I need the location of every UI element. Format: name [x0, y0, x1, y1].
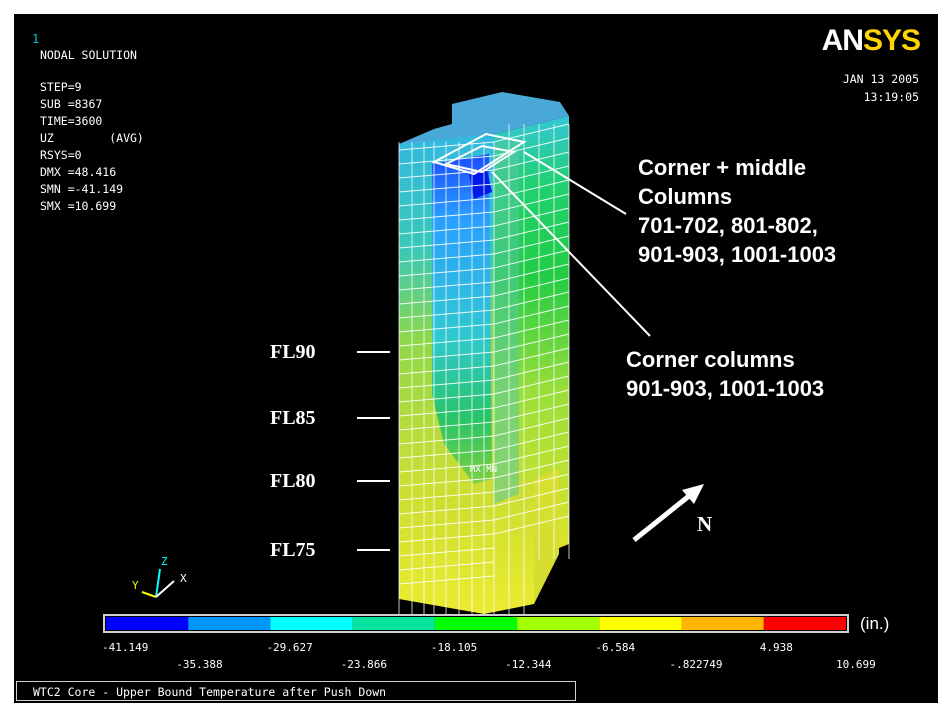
triad-x-axis: [155, 580, 175, 598]
triad-y-axis: [141, 591, 157, 598]
floor-grid-line: [493, 389, 570, 409]
annotation-corner-middle: Corner + middle Columns 701-702, 801-802…: [638, 155, 837, 267]
floor-grid-line: [493, 445, 570, 465]
legend-color-band: [763, 617, 846, 630]
ansys-logo: ANSYS: [821, 24, 921, 57]
tower-core-region: [432, 154, 492, 484]
floor-grid-line: [493, 263, 570, 283]
leader-line-corner-middle: [523, 151, 627, 215]
legend-tick-label: -29.627: [266, 641, 313, 654]
legend-color-band: [599, 617, 682, 630]
north-label: N: [697, 512, 713, 536]
highlight-box-outer: [431, 132, 527, 176]
floor-grid-line: [493, 151, 570, 171]
floor-grid-line: [493, 291, 570, 311]
legend-bar-frame: [103, 614, 849, 633]
legend-tick-label: -.822749: [669, 658, 723, 671]
solution-info-line: SMN =-41.149: [40, 182, 124, 196]
legend-tick-label: -23.866: [340, 658, 388, 671]
time-stamp: 13:19:05: [863, 90, 919, 104]
floor-grid-line: [493, 487, 570, 507]
legend-color-band: [270, 617, 353, 630]
floor-grid-line: [493, 221, 570, 241]
floor-label-80: FL80: [270, 470, 316, 492]
solution-info-line: STEP=9: [40, 80, 82, 94]
floor-grid-line: [493, 459, 570, 479]
floor-grid-line: [493, 193, 570, 213]
legend-unit: (in.): [860, 614, 890, 633]
contour-legend-bar: [103, 614, 849, 633]
annotation-corner-only: Corner columns 901-903, 1001-1003: [626, 347, 825, 401]
legend-tick-label: -12.344: [505, 658, 552, 671]
plot-title-bar: WTC2 Core - Upper Bound Temperature afte…: [16, 681, 576, 701]
tower-lower-side: [534, 469, 559, 604]
floor-grid-line: [493, 403, 570, 423]
highlight-box-inner: [443, 144, 517, 174]
solution-info-line: SUB =8367: [40, 97, 103, 111]
triad-z-label: Z: [161, 555, 168, 568]
floor-grid-line: [493, 333, 570, 353]
north-arrow-head: [682, 484, 704, 504]
solution-info-line: RSYS=0: [40, 148, 82, 162]
floor-grid-line: [493, 375, 570, 395]
floor-grid-line: [493, 417, 570, 437]
model-mx-mn-label: MX MN: [470, 465, 497, 475]
floor-grid-line: [493, 249, 570, 269]
triad-y-label: Y: [132, 579, 139, 592]
tower-lower-block: [399, 479, 534, 614]
floor-grid-line: [493, 179, 570, 199]
floor-label-90: FL90: [270, 341, 316, 363]
date-stamp: JAN 13 2005: [842, 72, 919, 86]
leader-line-corner-only: [491, 171, 651, 337]
legend-tick-label: -35.388: [176, 658, 223, 671]
legend-tick-label: -6.584: [595, 641, 636, 654]
floor-grid-line: [493, 305, 570, 325]
legend-color-band: [188, 617, 271, 630]
view-number: 1: [32, 32, 40, 46]
legend-tick-label: -41.149: [102, 641, 149, 654]
floor-grid-line: [493, 501, 570, 521]
solution-info-line: DMX =48.416: [40, 165, 117, 179]
solution-info-line: TIME=3600: [40, 114, 103, 128]
floor-label-75: FL75: [270, 539, 316, 561]
floor-grid-line: [493, 361, 570, 381]
floor-grid-line: [493, 319, 570, 339]
legend-color-band: [517, 617, 600, 630]
solution-title: NODAL SOLUTION: [40, 48, 137, 62]
floor-grid-line: [493, 165, 570, 185]
solution-info-line: UZ (AVG): [40, 131, 144, 145]
floor-grid-line: [493, 347, 570, 367]
north-arrow-shaft: [632, 494, 691, 542]
building-model-view[interactable]: MX MN: [14, 14, 938, 703]
tower-roof: [399, 92, 569, 154]
triad-z-axis: [155, 568, 161, 598]
floor-grid-line: [493, 473, 570, 493]
legend-color-band: [106, 617, 189, 630]
triad-x-label: X: [180, 572, 187, 585]
floor-label-85: FL85: [270, 407, 316, 429]
floor-grid-line: [493, 277, 570, 297]
legend-color-band: [681, 617, 764, 630]
floor-grid-line: [493, 515, 570, 535]
legend-tick-label: 4.938: [759, 641, 793, 654]
floor-grid-line: [493, 207, 570, 227]
legend-tick-label: 10.699: [836, 658, 876, 671]
floor-grid-line: [493, 431, 570, 451]
legend-color-band: [352, 617, 435, 630]
solution-info-line: SMX =10.699: [40, 199, 117, 213]
legend-tick-label: -18.105: [430, 641, 478, 654]
legend-color-band: [434, 617, 518, 630]
